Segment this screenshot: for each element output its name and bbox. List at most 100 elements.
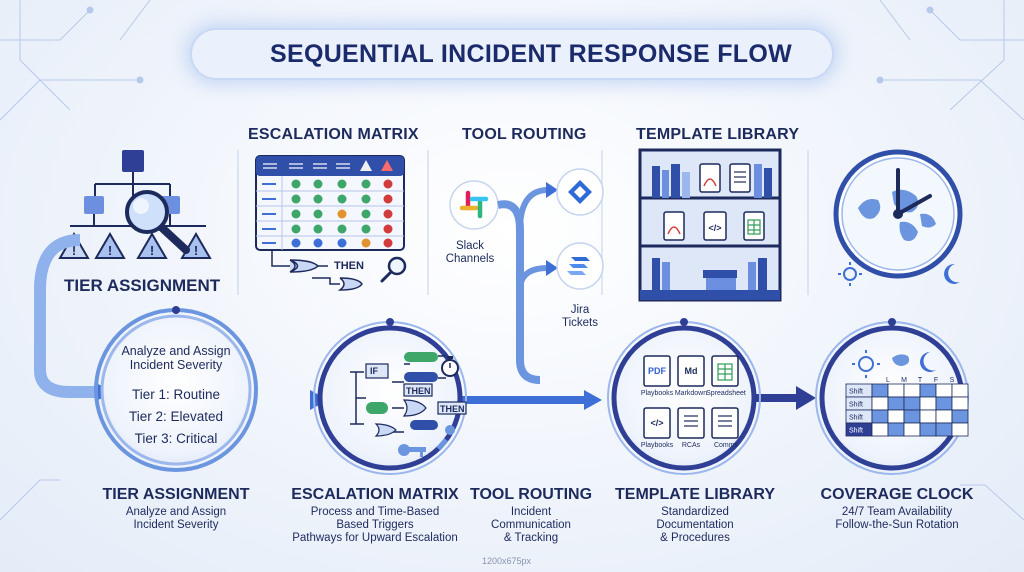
stage-title-tool-routing: TOOL ROUTING [469, 486, 593, 503]
schedule-cell [919, 409, 937, 424]
template-library-heading: TEMPLATE LIBRARY [636, 126, 800, 143]
matrix-status-dot [361, 179, 371, 189]
jira-logo-icon [567, 257, 590, 275]
schedule-row-label: Shift [849, 389, 863, 396]
tool-routing-heading: TOOL ROUTING [462, 126, 587, 143]
matrix-status-dot [361, 209, 371, 219]
schedule-row-label: Shift [849, 428, 863, 435]
desc-line: Based Triggers [336, 519, 414, 531]
stage-desc-escalation-matrix: Process and Time-Based Based Triggers Pa… [260, 506, 490, 545]
jira-icon-bg [556, 168, 604, 216]
schedule-day-label: L [886, 377, 890, 384]
jira-tickets-label: Jira Tickets [562, 304, 598, 329]
template-label-playbooks-2: Playbooks [640, 442, 674, 449]
svg-text:!: ! [72, 243, 76, 258]
matrix-status-dot [383, 209, 393, 219]
schedule-cell [935, 396, 953, 411]
jira-icon [568, 180, 592, 204]
logic-then-label-1: THEN [406, 386, 431, 396]
schedule-row-label: Shift [849, 402, 863, 409]
matrix-status-dot [383, 194, 393, 204]
svg-text:!: ! [194, 243, 198, 258]
schedule-cell [871, 422, 889, 437]
schedule-row-label: Shift [849, 415, 863, 422]
schedule-cell [951, 383, 969, 398]
logic-gate-icon [271, 250, 363, 291]
matrix-status-dot [291, 238, 301, 248]
schedule-cell [919, 383, 937, 398]
desc-line: Incident [510, 506, 552, 518]
page-title: SEQUENTIAL INCIDENT RESPONSE FLOW [270, 40, 792, 68]
matrix-status-dot [313, 224, 323, 234]
desc-line: Process and Time-Based [310, 506, 440, 518]
tier-2-label: Tier 2: Elevated [128, 409, 224, 424]
matrix-status-dot [383, 179, 393, 189]
stage-desc-template-library: Standardized Documentation & Procedures [610, 506, 780, 545]
schedule-day-label: M [901, 377, 907, 384]
stage-circle-3 [607, 321, 761, 475]
stage-desc-tier-assignment: Analyze and Assign Incident Severity [96, 506, 256, 532]
schedule-cell [887, 409, 905, 424]
search-icon [380, 256, 407, 283]
logic-then-label-2: THEN [440, 404, 465, 414]
desc-line: Follow-the-Sun Rotation [835, 519, 959, 531]
stage-circle-2 [313, 321, 467, 475]
template-label-rcas: RCAs [681, 442, 701, 449]
schedule-cell [935, 409, 953, 424]
svg-text:</>: </> [708, 223, 721, 233]
flow-loop [34, 234, 100, 398]
slack-channels-label: Slack Channels [445, 240, 495, 265]
matrix-status-dot [361, 194, 371, 204]
schedule-cell [887, 422, 905, 437]
matrix-status-dot [361, 224, 371, 234]
matrix-status-dot [291, 194, 301, 204]
desc-line: & Procedures [660, 532, 730, 544]
matrix-status-dot [337, 209, 347, 219]
schedule-day-label: F [934, 377, 938, 384]
svg-text:!: ! [108, 243, 112, 258]
desc-line: Standardized [661, 506, 729, 518]
template-label-spreadsheet: Spreadsheet [706, 390, 746, 397]
stage-desc-coverage-clock: 24/7 Team Availability Follow-the-Sun Ro… [812, 506, 982, 532]
schedule-cell [919, 422, 937, 437]
tier-assignment-heading: TIER ASSIGNMENT [64, 276, 221, 295]
tier-3-label: Tier 3: Critical [134, 431, 218, 446]
stopwatch-icon [441, 356, 459, 377]
matrix-status-dot [337, 224, 347, 234]
moon-small-icon [920, 352, 936, 373]
desc-line: Incident Severity [133, 519, 219, 531]
schedule-cell [871, 409, 889, 424]
matrix-then-label: THEN [334, 260, 364, 272]
magnifier-icon [125, 190, 190, 254]
schedule-cell [903, 383, 921, 398]
desc-line: 24/7 Team Availability [841, 506, 953, 518]
schedule-cell [903, 422, 921, 437]
stage-circle-1 [94, 308, 258, 472]
schedule-cell [951, 409, 969, 424]
schedule-day-label: S [950, 377, 955, 384]
desc-line: Pathways for Upward Escalation [292, 532, 458, 544]
schedule-cell [951, 396, 969, 411]
matrix-status-dot [383, 238, 393, 248]
matrix-status-dot [361, 238, 371, 248]
escalation-matrix-grid [255, 155, 405, 251]
matrix-status-dot [313, 194, 323, 204]
template-label-comms: Comms [713, 442, 739, 449]
stage-title-template-library: TEMPLATE LIBRARY [615, 486, 775, 503]
desc-line: Documentation [656, 519, 734, 531]
desc-line: & Tracking [503, 532, 559, 544]
schedule-cell [871, 383, 889, 398]
matrix-status-dot [291, 224, 301, 234]
sun-small-icon [852, 350, 880, 378]
key-icon [398, 425, 455, 457]
matrix-status-dot [313, 238, 323, 248]
matrix-status-dot [337, 194, 347, 204]
escalation-matrix-heading: ESCALATION MATRIX [248, 126, 419, 143]
md-badge: Md [684, 366, 698, 376]
schedule-cell [903, 409, 921, 424]
matrix-status-dot [291, 179, 301, 189]
slack-icon [459, 190, 489, 219]
schedule-cell [951, 422, 969, 437]
